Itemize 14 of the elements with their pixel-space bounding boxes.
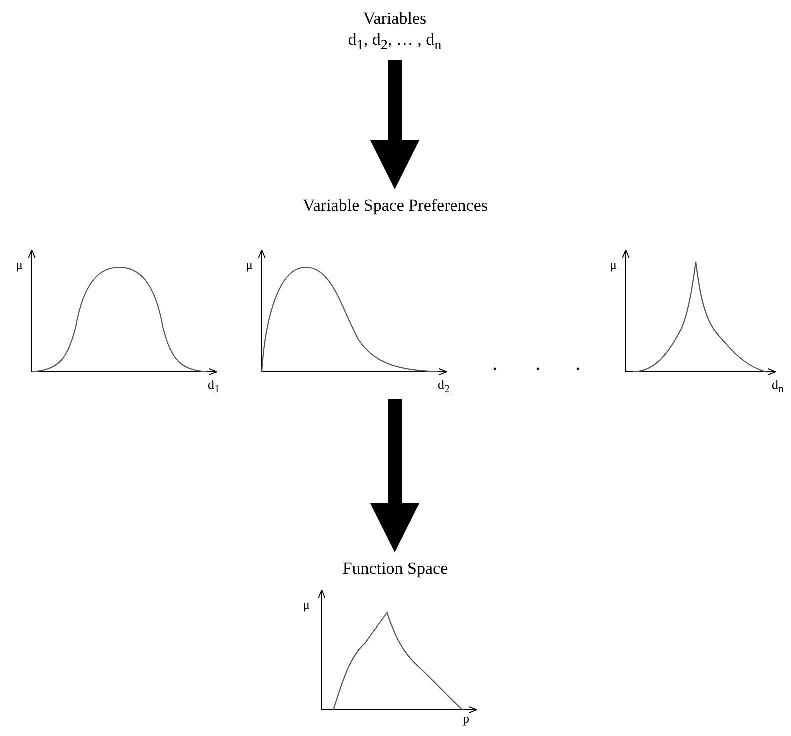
axis-label: d$_{1}$ [208, 378, 220, 397]
stage-title: Variable Space Preferences [302, 195, 488, 216]
axis-label: μ [303, 598, 310, 612]
axis-label: μ [246, 258, 253, 272]
stage-title: Function Space [342, 558, 448, 579]
axis-label: μ [16, 258, 23, 272]
arrow [370, 399, 420, 552]
axis-label: d$_{n}$ [772, 378, 784, 397]
axis-label: μ [610, 258, 617, 272]
variable-list: d$_{1}$, d$_{2}$, … , d$_{n}$ [348, 29, 442, 56]
axis-label: d$_{2}$ [438, 378, 450, 397]
arrow [370, 60, 420, 190]
axis-label: p [463, 712, 470, 726]
stage-title: Variables [363, 8, 427, 29]
